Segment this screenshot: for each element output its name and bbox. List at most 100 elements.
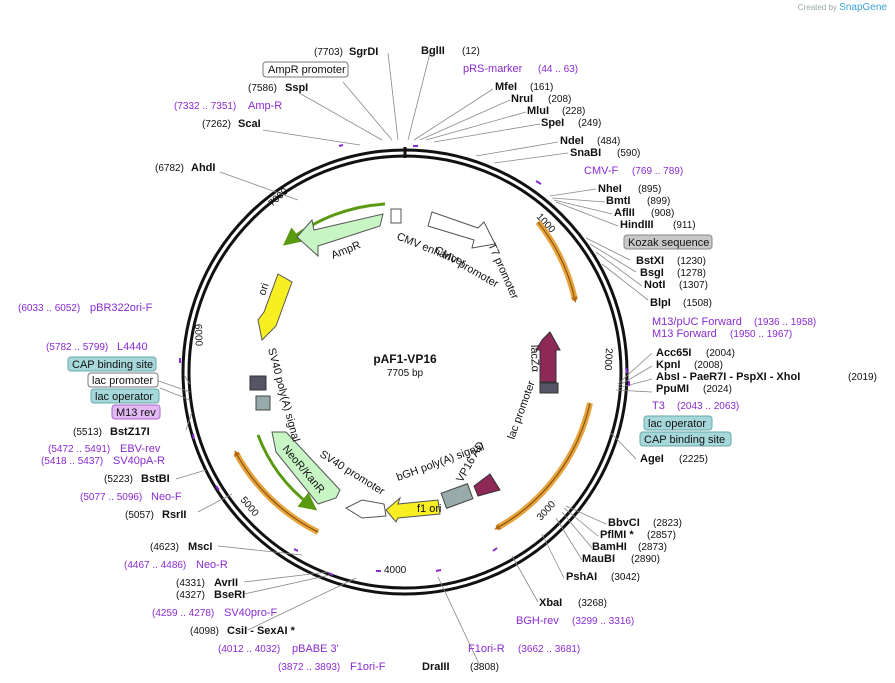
primer-bgh-rev-range: (3299 .. 3316) — [572, 616, 634, 627]
enzyme-bamhi-pos: (2873) — [638, 542, 667, 553]
primer-cmv-f: CMV-F — [584, 165, 619, 177]
enzyme-msci-pos: (4623) — [150, 542, 179, 553]
primer-sv40pro-f: SV40pro-F — [224, 607, 277, 619]
enzyme-snabi: SnaBI — [570, 147, 601, 159]
primer-f1ori-r: F1ori-R — [468, 643, 505, 655]
enzyme-ppumi-pos: (2024) — [703, 384, 732, 395]
enzyme-mlui: MluI — [527, 105, 549, 117]
primer-cmv-f-range: (769 .. 789) — [632, 166, 683, 177]
enzyme-absi-group-pos: (2019) — [848, 372, 877, 383]
primer-f1ori-f-range: (3872 .. 3893) — [278, 662, 340, 673]
enzyme-bstz17i: BstZ17I — [110, 426, 150, 438]
primer-bgh-rev: BGH-rev — [516, 615, 559, 627]
label-ori: ori — [256, 282, 271, 297]
bgh-polya-box — [440, 483, 474, 509]
primer-amp-r: Amp-R — [248, 100, 282, 112]
enzyme-pflmi: PflMI * — [600, 529, 634, 541]
label-t7-promoter: T7 promoter — [485, 241, 520, 301]
f1-ori-arrow — [385, 496, 441, 523]
label-m13-rev: M13 rev — [116, 407, 156, 419]
enzyme-pshai-pos: (3042) — [611, 572, 640, 583]
enzyme-sspi-pos: (7586) — [248, 83, 277, 94]
sv40-promoter-box — [255, 395, 271, 411]
cmv-arc-line — [537, 221, 578, 303]
vp16-arrow — [473, 473, 501, 497]
enzyme-blpi-pos: (1508) — [683, 298, 712, 309]
enzyme-hindiii-pos: (911) — [673, 220, 696, 231]
enzyme-csii-group: CsiI - SexAI * — [227, 625, 296, 637]
enzyme-maubi: MauBI — [582, 553, 615, 565]
lacz-arrow — [535, 331, 561, 383]
primer-neo-r-range: (4467 .. 4486) — [124, 560, 186, 571]
neo-arc-line — [234, 450, 319, 533]
primer-prs-marker: pRS-marker — [463, 63, 523, 75]
enzyme-hindiii: HindIII — [620, 219, 654, 231]
box-ampr-promoter — [262, 61, 349, 78]
enzyme-sgrdi-pos: (7703) — [314, 47, 343, 58]
enzyme-aflii-pos: (908) — [651, 208, 674, 219]
label-lac-promoter-left: lac promoter — [92, 375, 153, 387]
primer-neo-f: Neo-F — [151, 491, 182, 503]
enzyme-avrii: AvrII — [214, 577, 238, 589]
enzyme-ahdi-pos: (6782) — [155, 163, 184, 174]
enzyme-nhei-pos: (895) — [638, 184, 661, 195]
enzyme-ppumi: PpuMI — [656, 383, 689, 395]
enzyme-bmti: BmtI — [606, 195, 630, 207]
enzyme-nhei: NheI — [598, 183, 622, 195]
box-cap-binding-right — [639, 431, 732, 447]
enzyme-acc65i-pos: (2004) — [706, 348, 735, 359]
label-sv40-polya: SV40 poly(A) signal — [265, 347, 302, 443]
neo-kanr-arrow — [271, 431, 341, 505]
cmv-enhancer-arrow — [427, 211, 496, 249]
enzyme-bbvci-pos: (2823) — [653, 518, 682, 529]
tick-2000: 2000 — [602, 348, 614, 371]
primer-marks — [179, 144, 630, 576]
primer-l4440-range: (5782 .. 5799) — [46, 342, 108, 353]
enzyme-kpni: KpnI — [656, 359, 680, 371]
enzyme-ahdi: AhdI — [191, 162, 215, 174]
leader-lines — [155, 52, 653, 667]
enzyme-nrui: NruI — [511, 93, 533, 105]
enzyme-avrii-pos: (4331) — [176, 578, 205, 589]
enzyme-bseri-pos: (4327) — [176, 590, 205, 601]
enzyme-labels-left: (7703) SgrDI (7586) SspI (7262) ScaI (67… — [73, 46, 378, 637]
primer-m13-puc-forward: M13/pUC Forward — [652, 316, 742, 328]
tick-4000: 4000 — [384, 565, 407, 576]
enzyme-aflii: AflII — [614, 207, 635, 219]
primer-prs-marker-range: (44 .. 63) — [538, 64, 578, 75]
sv40-polya-block — [249, 375, 267, 391]
enzyme-noti: NotI — [644, 279, 665, 291]
enzyme-draiii: DraIII — [422, 661, 450, 673]
box-lac-promoter-left — [87, 372, 159, 388]
primer-pbr322ori-f: pBR322ori-F — [90, 302, 153, 314]
primer-ebv-rev-range: (5472 .. 5491) — [48, 444, 110, 455]
primer-neo-r: Neo-R — [196, 559, 228, 571]
enzyme-snabi-pos: (590) — [617, 148, 640, 159]
enzyme-ndei-pos: (484) — [597, 136, 620, 147]
label-lac-promoter: lac promoter — [506, 379, 538, 441]
enzyme-bstbi: BstBI — [141, 473, 170, 485]
enzyme-csii-pos: (4098) — [190, 626, 219, 637]
enzyme-mfei: MfeI — [495, 81, 517, 93]
enzyme-labels-right: BglII (12) MfeI (161) NruI (208) MluI (2… — [421, 45, 877, 673]
enzyme-bglii-pos: (12) — [462, 46, 480, 57]
enzyme-spei: SpeI — [541, 117, 564, 129]
enzyme-absi-group: AbsI - PaeR7I - PspXI - XhoI — [656, 371, 800, 383]
ampr-arrow — [296, 213, 384, 258]
enzyme-nrui-pos: (208) — [548, 94, 571, 105]
enzyme-agei-pos: (2225) — [679, 454, 708, 465]
enzyme-xbai: XbaI — [539, 597, 562, 609]
primer-ebv-rev: EBV-rev — [120, 443, 161, 455]
enzyme-bsgi: BsgI — [640, 267, 664, 279]
enzyme-bseri: BseRI — [214, 589, 245, 601]
tick-5000: 5000 — [238, 495, 261, 519]
primer-sv40pa-r-range: (5418 .. 5437) — [41, 456, 103, 467]
label-lac-operator-right: lac operator — [648, 418, 706, 430]
enzyme-acc65i: Acc65I — [656, 347, 691, 359]
label-cap-binding-right: CAP binding site — [644, 434, 725, 446]
snapgene-credit: Created by SnapGene — [798, 2, 887, 13]
enzyme-rsrii: RsrII — [162, 509, 186, 521]
label-ampr: AmpR — [330, 239, 363, 262]
neo-arc-green — [256, 434, 318, 511]
